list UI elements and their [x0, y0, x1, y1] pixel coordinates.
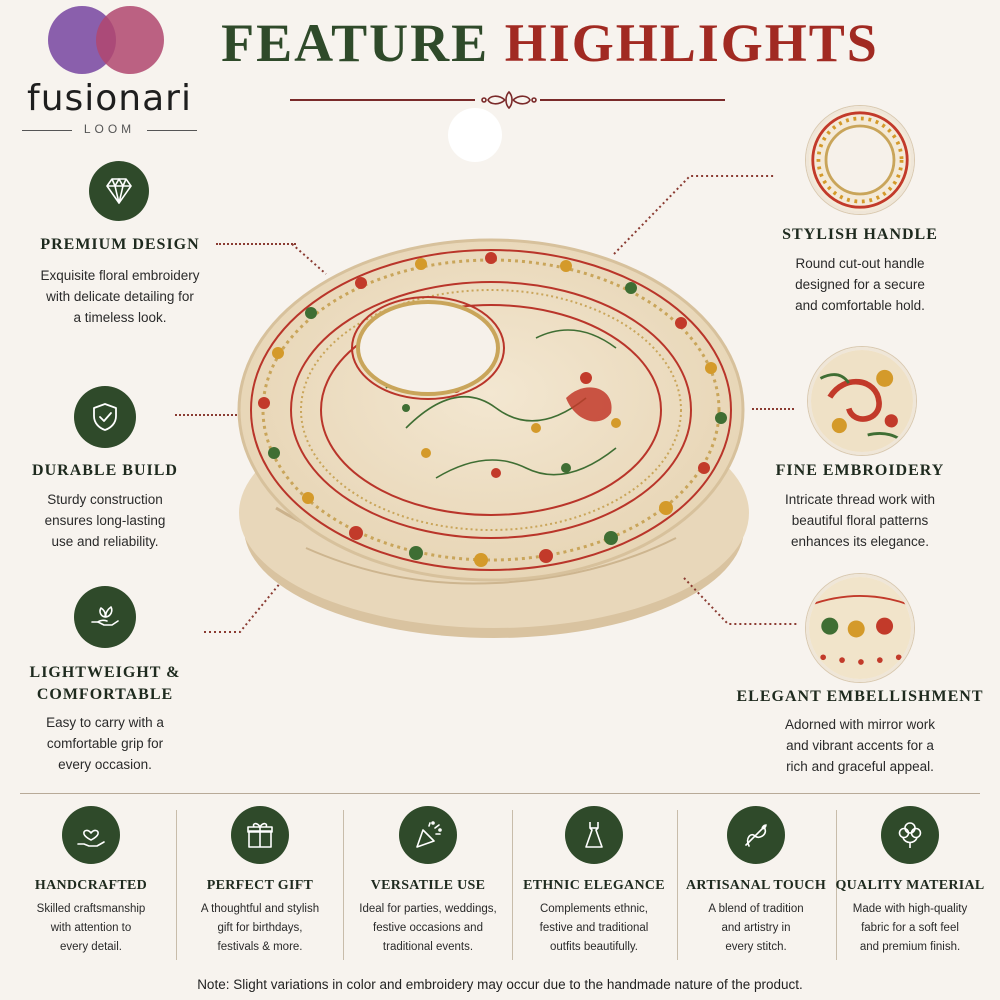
column-separator	[677, 810, 678, 960]
light-spot	[448, 108, 502, 162]
product-image	[237, 238, 749, 638]
heart-hand-icon	[62, 806, 120, 864]
cotton-flower-icon	[881, 806, 939, 864]
bottom-feature-ethnic-elegance: ETHNIC ELEGANCE Complements ethnic,festi…	[514, 806, 674, 957]
page-title: FEATURE HIGHLIGHTS	[200, 12, 900, 74]
detail-handle-image	[806, 106, 914, 214]
brand-sub: LOOM	[83, 122, 136, 136]
connector-durable	[175, 414, 245, 416]
feature-title-stylish-handle: STYLISH HANDLE	[782, 226, 938, 243]
shield-check-icon	[74, 386, 136, 448]
logo-divider-right	[147, 130, 197, 131]
feature-title-durable-build: DURABLE BUILD	[32, 462, 178, 479]
ornament-icon	[481, 90, 537, 110]
party-popper-icon	[399, 806, 457, 864]
column-separator	[512, 810, 513, 960]
column-separator	[176, 810, 177, 960]
dress-icon	[565, 806, 623, 864]
feature-title-fine-embroidery: FINE EMBROIDERY	[775, 462, 945, 479]
hand-leaf-icon	[74, 586, 136, 648]
disclaimer-note: Note: Slight variations in color and emb…	[197, 977, 803, 992]
connector-premium-h	[216, 243, 296, 245]
title-part-2: HIGHLIGHTS	[504, 13, 879, 73]
feature-title-elegant-embellishment: ELEGANT EMBELLISHMENT	[736, 688, 984, 705]
title-rule-right	[540, 99, 725, 101]
connector-embroidery	[752, 408, 794, 410]
logo-divider-left	[22, 130, 72, 131]
section-divider	[20, 793, 980, 794]
detail-embroidery-image	[808, 347, 916, 455]
feature-title-premium-design: PREMIUM DESIGN	[40, 236, 200, 253]
logo-circle-pink	[96, 6, 164, 74]
brand-name: fusionari	[27, 78, 192, 119]
diamond-icon	[89, 161, 149, 221]
feature-title-lightweight: LIGHTWEIGHT &COMFORTABLE	[29, 664, 181, 703]
connector-embellishment	[683, 577, 798, 625]
brand-logo	[48, 6, 178, 78]
column-separator	[343, 810, 344, 960]
gift-icon	[231, 806, 289, 864]
detail-embellishment-image	[806, 574, 914, 682]
title-part-1: FEATURE	[221, 13, 490, 73]
bottom-feature-versatile-use: VERSATILE USE Ideal for parties, wedding…	[348, 806, 508, 957]
title-rule-left	[290, 99, 475, 101]
connector-handle	[613, 175, 776, 255]
needle-thread-icon	[727, 806, 785, 864]
column-separator	[836, 810, 837, 960]
connector-lightweight	[204, 553, 305, 633]
